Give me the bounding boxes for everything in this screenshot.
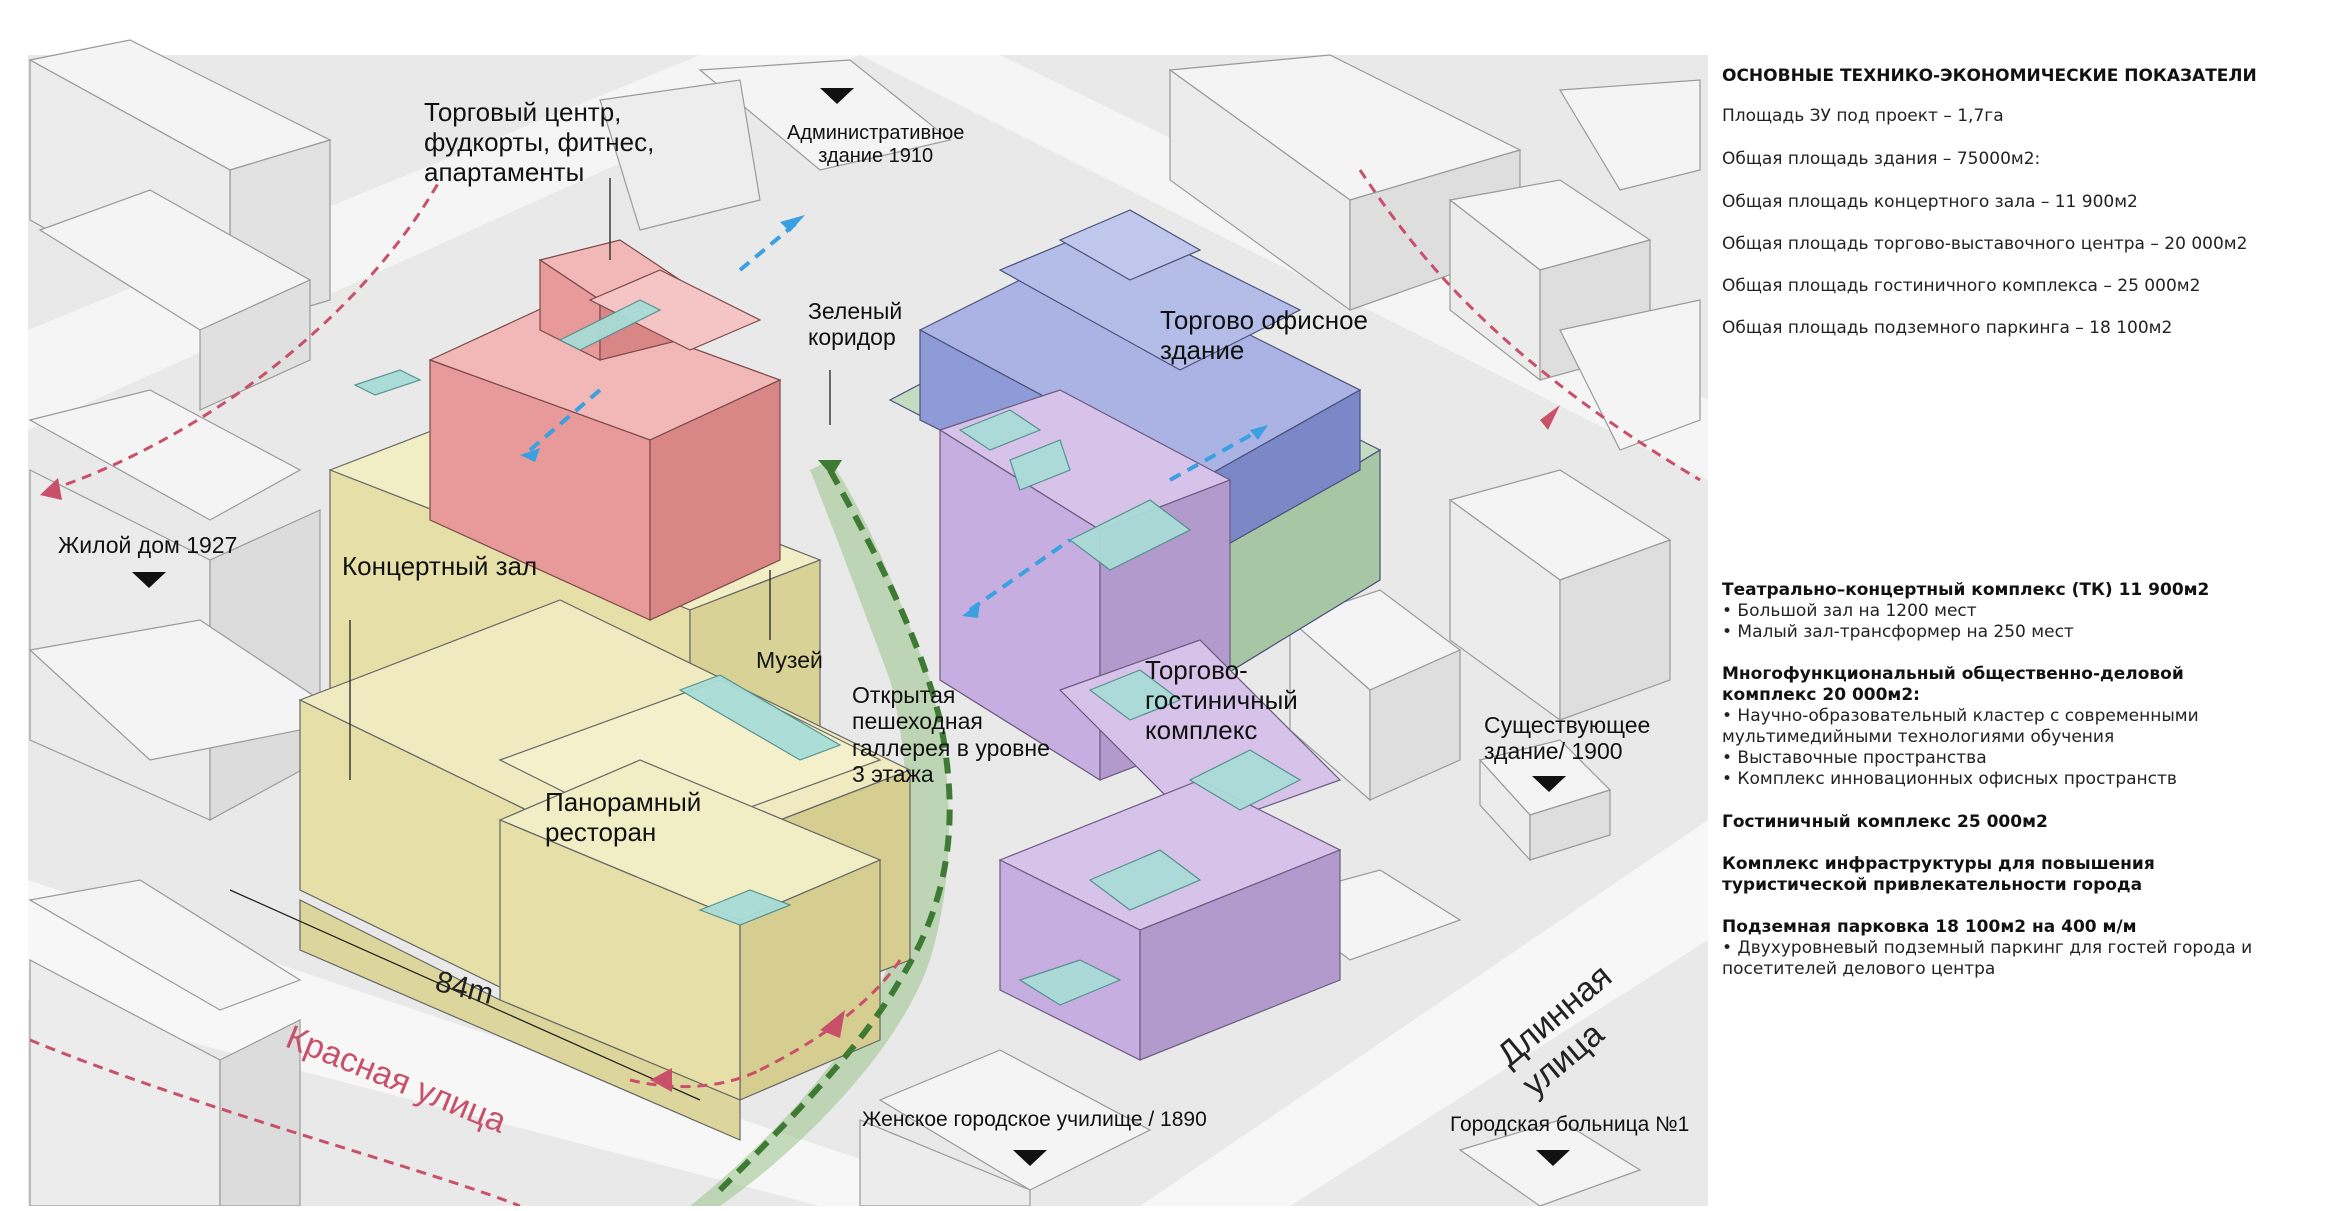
- label-concert: Концертный зал: [342, 551, 538, 581]
- section-infrastructure: Комплекс инфраструктуры для повышения ту…: [1722, 854, 2332, 896]
- blue-arrowheads: [520, 215, 1268, 618]
- label-existing-line-2: здание/ 1900: [1484, 738, 1623, 765]
- section-parking: Подземная парковка 18 100м2 на 400 м/м •…: [1722, 917, 2332, 980]
- marker-existing: [1532, 776, 1566, 792]
- label-gallery-line-3: галлерея в уровне: [852, 734, 1050, 761]
- section-theatre-bullet-1: • Большой зал на 1200 мест: [1722, 601, 1977, 621]
- label-gallery-line-4: 3 этажа: [852, 761, 934, 788]
- green-arrowhead: [818, 460, 842, 476]
- section-infra-title-2: туристической привлекательности города: [1722, 875, 2143, 895]
- label-school: Женское городское училище / 1890: [862, 1108, 1207, 1131]
- site-axonometric-scene: Торговый центр, фудкорты, фитнес, апарта…: [28, 39, 1708, 1208]
- section-infra-title-1: Комплекс инфраструктуры для повышения: [1722, 854, 2155, 874]
- section-theatre-bullet-2: • Малый зал-трансформер на 250 мест: [1722, 622, 2074, 642]
- label-office: Торгово офисное здание: [1160, 305, 1368, 366]
- label-hotel-line-1: Торгово-: [1145, 655, 1248, 685]
- kpi-item-1: Площадь ЗУ под проект – 1,7га: [1722, 106, 2004, 126]
- kpi-item-5: Общая площадь гостиничного комплекса – 2…: [1722, 276, 2201, 296]
- label-mall-line-3: апартаменты: [424, 156, 585, 187]
- label-restaurant: Панорамный ресторан: [545, 787, 702, 848]
- label-residential: Жилой дом 1927: [58, 532, 238, 558]
- label-hospital: Городская больница №1: [1450, 1113, 1690, 1136]
- kpi-title: ОСНОВНЫЕ ТЕХНИКО-ЭКОНОМИЧЕСКИЕ ПОКАЗАТЕЛ…: [1722, 66, 2257, 86]
- label-admin: Административное здание 1910: [787, 122, 964, 168]
- glass-roofs: [353, 299, 1302, 1006]
- section-multi-bullet-2: мультимедийными технологиями обучения: [1722, 727, 2115, 747]
- section-multi-title-1: Многофункциональный общественно-деловой: [1722, 664, 2184, 684]
- marker-residential: [132, 572, 166, 588]
- section-hotel: Гостиничный комплекс 25 000м2: [1722, 812, 2332, 833]
- concert-hall-block: [298, 419, 912, 1141]
- kpi-item-4: Общая площадь торгово-выставочного центр…: [1722, 234, 2248, 254]
- section-hotel-title: Гостиничный комплекс 25 000м2: [1722, 812, 2048, 832]
- scene-drawing: [28, 39, 1708, 1208]
- label-existing: Существующее здание/ 1900: [1484, 712, 1650, 765]
- section-theatre: Театрально–концертный комплекс (ТК) 11 9…: [1722, 580, 2332, 643]
- section-parking-title: Подземная парковка 18 100м2 на 400 м/м: [1722, 917, 2137, 937]
- label-hotel: Торгово- гостиничный комплекс: [1145, 655, 1298, 746]
- marker-hospital: [1536, 1150, 1570, 1166]
- section-multifunctional: Многофункциональный общественно-деловой …: [1722, 664, 2332, 790]
- label-hotel-line-3: комплекс: [1145, 714, 1258, 745]
- info-panel: ОСНОВНЫЕ ТЕХНИКО-ЭКОНОМИЧЕСКИЕ ПОКАЗАТЕЛ…: [1722, 0, 2342, 1206]
- label-mall: Торговый центр, фудкорты, фитнес, апарта…: [424, 97, 655, 188]
- kpi-item-2: Общая площадь здания – 75000м2:: [1722, 149, 2041, 169]
- section-theatre-title: Театрально–концертный комплекс (ТК) 11 9…: [1722, 580, 2210, 600]
- context-buildings: [28, 39, 1701, 1207]
- label-hotel-line-2: гостиничный: [1145, 684, 1298, 715]
- red-routes: [29, 169, 1701, 1208]
- leader-lines: [229, 178, 831, 1101]
- label-green-line-2: коридор: [808, 324, 896, 351]
- section-parking-bullet-1: • Двухуровневый подземный паркинг для го…: [1722, 938, 2253, 958]
- section-multi-bullet-4: • Комплекс инновационных офисных простра…: [1722, 769, 2177, 789]
- label-green-corridor: Зеленый коридор: [808, 298, 902, 351]
- label-mall-line-1: Торговый центр,: [424, 97, 622, 127]
- street-east: [860, 55, 1708, 480]
- label-gallery: Открытая пешеходная галлерея в уровне 3 …: [852, 682, 1050, 788]
- label-museum: Музей: [756, 647, 823, 673]
- kpi-item-6: Общая площадь подземного паркинга – 18 1…: [1722, 318, 2173, 338]
- label-existing-line-1: Существующее: [1484, 712, 1651, 738]
- marker-school: [1013, 1150, 1047, 1166]
- label-office-line-2: здание: [1160, 334, 1245, 365]
- kpi-item-3: Общая площадь концертного зала – 11 900м…: [1722, 192, 2138, 212]
- label-gallery-line-2: пешеходная: [852, 708, 983, 735]
- label-admin-line-1: Административное: [787, 122, 965, 144]
- section-multi-bullet-3: • Выставочные пространства: [1722, 748, 1987, 768]
- label-office-line-1: Торгово офисное: [1160, 305, 1368, 335]
- green-corridor: [690, 460, 949, 1206]
- section-multi-title-2: комплекс 20 000м2:: [1722, 685, 1920, 705]
- marker-admin: [820, 88, 854, 104]
- label-mall-line-2: фудкорты, фитнес,: [424, 126, 655, 157]
- label-gallery-line-1: Открытая: [852, 682, 956, 708]
- street-dlinnaya: [1140, 820, 1708, 1206]
- label-restaurant-line-1: Панорамный: [545, 787, 702, 817]
- section-parking-bullet-2: посетителей делового центра: [1722, 959, 1996, 979]
- green-route: [717, 468, 953, 1193]
- label-green-line-1: Зеленый: [808, 298, 903, 324]
- label-admin-line-2: здание 1910: [818, 145, 934, 167]
- section-multi-bullet-1: • Научно-образовательный кластер с совре…: [1722, 706, 2199, 726]
- label-restaurant-line-2: ресторан: [545, 816, 657, 847]
- red-arrowheads: [40, 405, 1560, 1092]
